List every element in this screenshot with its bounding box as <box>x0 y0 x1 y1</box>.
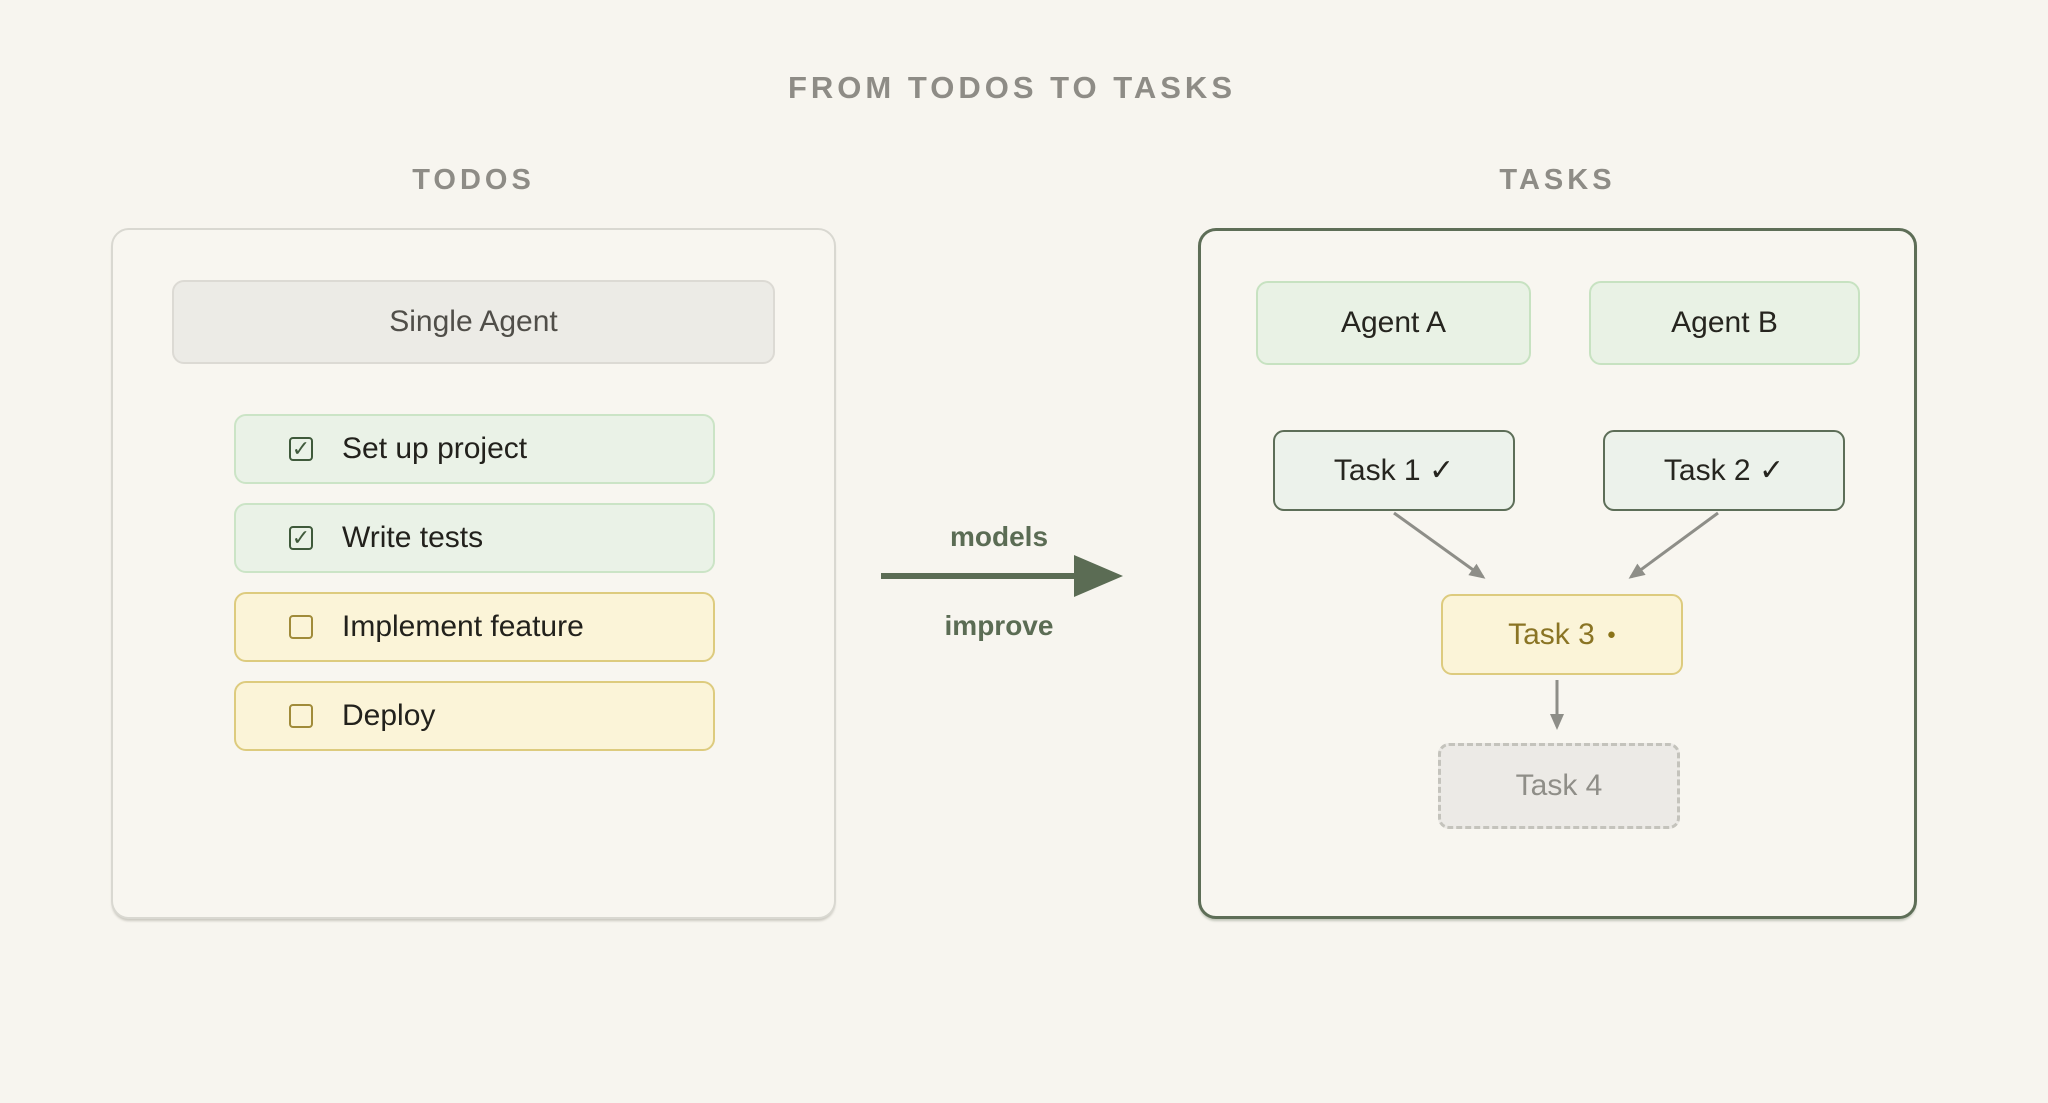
agent-a-box: Agent A <box>1256 281 1531 365</box>
tasks-panel: Agent A Agent B Task 1 ✓ Task 2 ✓ Task 3… <box>1198 228 1917 919</box>
todo-item-set-up-project: ✓ Set up project <box>234 414 715 484</box>
task-4-label: Task 4 <box>1515 769 1603 802</box>
checked-checkbox-icon: ✓ <box>289 526 313 550</box>
transition-label-models: models <box>949 521 1049 552</box>
todo-item-label: Set up project <box>342 432 528 465</box>
task-1-label: Task 1 ✓ <box>1333 454 1455 487</box>
todos-panel: Single Agent ✓ Set up project ✓ Write te… <box>111 228 836 919</box>
single-agent-box: Single Agent <box>172 280 775 364</box>
todo-item-deploy: Deploy <box>234 681 715 751</box>
unchecked-checkbox-icon <box>289 615 313 639</box>
todo-item-label: Implement feature <box>342 610 584 643</box>
models-improve-arrow <box>881 555 1123 597</box>
todo-item-label: Deploy <box>342 699 436 732</box>
tasks-header: TASKS <box>1499 164 1616 196</box>
todos-header: TODOS <box>412 164 535 196</box>
task-2-box: Task 2 ✓ <box>1603 430 1845 511</box>
agent-a-label: Agent A <box>1340 306 1447 339</box>
task-1-box: Task 1 ✓ <box>1273 430 1515 511</box>
transition-label-improve: improve <box>944 610 1054 641</box>
checked-checkbox-icon: ✓ <box>289 437 313 461</box>
todo-item-label: Write tests <box>342 521 484 554</box>
todo-item-implement-feature: Implement feature <box>234 592 715 662</box>
task-2-label: Task 2 ✓ <box>1663 454 1785 487</box>
task-3-box: Task 3 ● <box>1441 594 1683 675</box>
task-4-box: Task 4 <box>1438 743 1680 829</box>
agent-b-box: Agent B <box>1589 281 1860 365</box>
page-title: FROM TODOS TO TASKS <box>787 70 1236 105</box>
unchecked-checkbox-icon <box>289 704 313 728</box>
todo-item-write-tests: ✓ Write tests <box>234 503 715 573</box>
single-agent-label: Single Agent <box>389 305 558 338</box>
task-3-label: Task 3 <box>1508 617 1595 651</box>
agent-b-label: Agent B <box>1671 306 1778 339</box>
in-progress-dot-icon: ● <box>1606 626 1616 643</box>
